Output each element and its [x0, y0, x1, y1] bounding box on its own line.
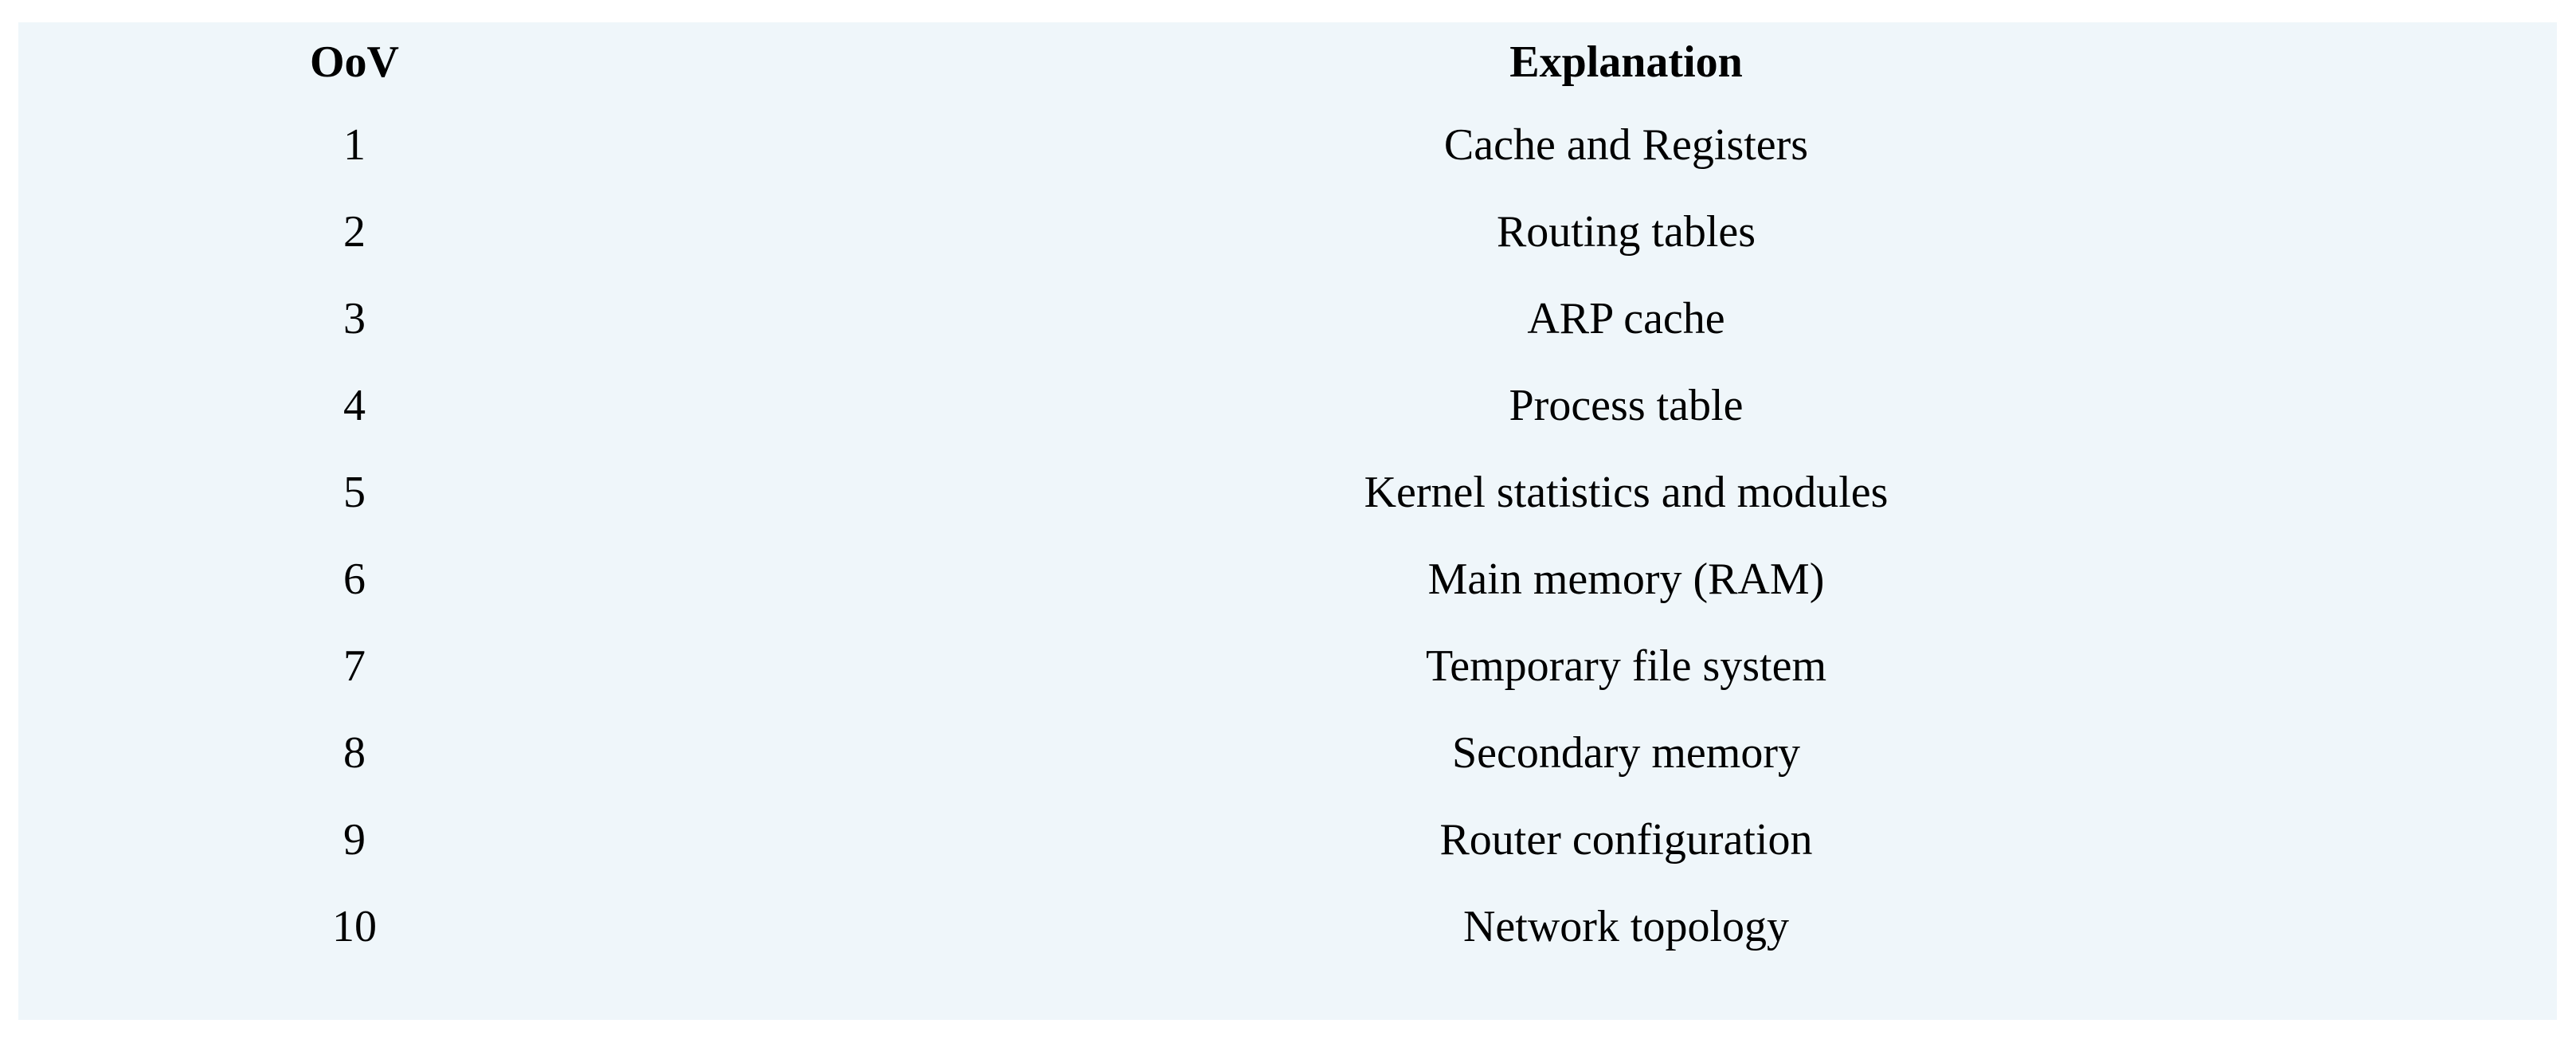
table-row: 8 Secondary memory	[18, 710, 2557, 797]
table-row: 4 Process table	[18, 363, 2557, 449]
cell-explanation: Kernel statistics and modules	[1364, 468, 1889, 517]
table-row: 2 Routing tables	[18, 189, 2557, 276]
table-body: 1 Cache and Registers 2 Routing tables 3 ARP …	[18, 102, 2557, 970]
cell-oov: 4	[343, 381, 366, 430]
cell-oov: 5	[343, 468, 366, 517]
table-row: 3 ARP cache	[18, 276, 2557, 363]
table-header-row: OoV Explanation	[18, 22, 2557, 102]
cell-oov: 9	[343, 815, 366, 865]
table-header: OoV Explanation	[18, 22, 2557, 102]
cell-oov: 2	[343, 207, 366, 257]
cell-explanation: Process table	[1509, 381, 1744, 430]
table-row: 1 Cache and Registers	[18, 102, 2557, 189]
cell-explanation: Secondary memory	[1452, 728, 1800, 778]
cell-explanation: Router configuration	[1439, 815, 1813, 865]
column-header-explanation: Explanation	[1509, 37, 1743, 87]
cell-oov: 3	[343, 294, 366, 343]
cell-oov: 10	[332, 902, 377, 951]
column-header-oov: OoV	[310, 37, 399, 87]
cell-oov: 1	[343, 120, 366, 170]
table-row: 6 Main memory (RAM)	[18, 536, 2557, 623]
cell-explanation: Network topology	[1462, 902, 1790, 951]
table-row: 5 Kernel statistics and modules	[18, 449, 2557, 536]
cell-explanation: ARP cache	[1527, 294, 1725, 343]
cell-explanation: Routing tables	[1496, 207, 1756, 257]
table-row: 9 Router configuration	[18, 797, 2557, 884]
table-row: 7 Temporary file system	[18, 623, 2557, 710]
cell-oov: 7	[343, 641, 366, 691]
table-row: 10 Network topology	[18, 884, 2557, 970]
cell-oov: 8	[343, 728, 366, 778]
cell-explanation: Cache and Registers	[1443, 120, 1809, 170]
cell-oov: 6	[343, 555, 366, 604]
cell-explanation: Temporary file system	[1425, 641, 1827, 691]
cell-explanation: Main memory (RAM)	[1427, 555, 1825, 604]
